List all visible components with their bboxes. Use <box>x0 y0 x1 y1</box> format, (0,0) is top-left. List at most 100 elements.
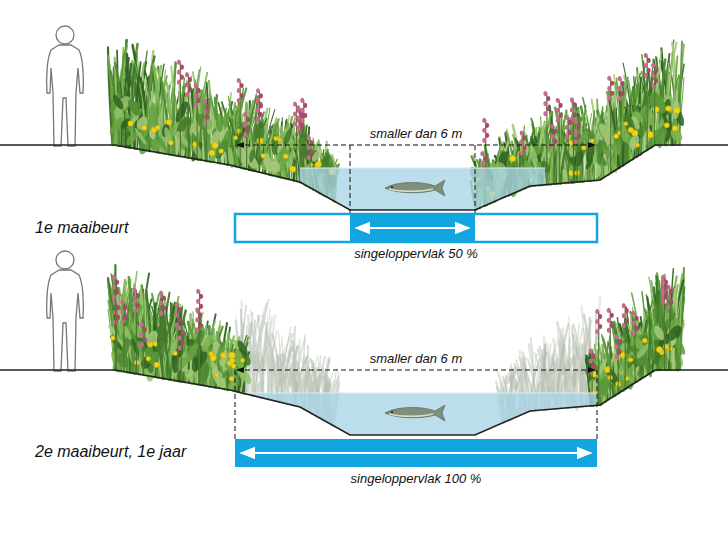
purple-flower <box>293 111 297 116</box>
purple-flower <box>520 150 524 155</box>
purple-flower <box>553 139 557 144</box>
purple-flower <box>607 86 611 91</box>
purple-flower <box>480 151 484 156</box>
purple-flower <box>175 302 179 307</box>
purple-flower <box>300 98 304 103</box>
purple-flower <box>550 144 554 149</box>
fish-body <box>385 180 445 196</box>
purple-flower <box>618 96 622 101</box>
leaf <box>216 113 224 132</box>
grass-blade <box>190 70 199 158</box>
purple-flower <box>565 135 569 140</box>
leaf <box>247 346 262 369</box>
purple-flower <box>178 335 182 340</box>
purple-flower <box>523 135 527 140</box>
purple-flower <box>618 86 622 91</box>
purple-flower <box>300 118 304 123</box>
dimension-line <box>237 145 595 146</box>
purple-flower <box>237 78 241 83</box>
leaf <box>278 147 288 164</box>
yellow-flower <box>635 143 639 147</box>
person-head <box>56 26 74 44</box>
purple-flower <box>647 58 651 63</box>
purple-flower <box>259 102 263 107</box>
purple-flower <box>651 73 655 78</box>
purple-flower <box>607 96 611 101</box>
yellow-flower <box>647 132 653 138</box>
purple-flower <box>259 93 263 98</box>
purple-flower <box>181 340 185 345</box>
purple-flower <box>203 119 207 124</box>
purple-flower <box>143 337 147 342</box>
leaf <box>595 153 609 168</box>
person-silhouette <box>47 26 84 146</box>
purple-flower <box>159 311 163 316</box>
purple-flower <box>140 342 144 347</box>
purple-flower <box>644 53 648 58</box>
extension-line <box>350 145 351 214</box>
purple-flower <box>482 128 486 133</box>
flower-stem <box>188 75 189 158</box>
purple-flower <box>180 65 184 70</box>
purple-flower <box>550 134 554 139</box>
leaf <box>668 126 685 144</box>
purple-flower <box>559 103 563 108</box>
yellow-flower <box>168 140 173 145</box>
ditch-section <box>0 251 728 467</box>
purple-flower <box>197 98 201 103</box>
purple-flower <box>300 108 304 113</box>
purple-flower <box>543 101 547 106</box>
purple-flower <box>480 161 484 166</box>
yellow-flower <box>209 352 214 357</box>
purple-flower <box>621 81 625 86</box>
leaf <box>226 376 238 391</box>
yellow-flower <box>290 166 296 172</box>
purple-flower <box>574 119 578 124</box>
purple-flower <box>256 117 260 122</box>
purple-flower <box>123 314 127 319</box>
purple-flower <box>647 68 651 73</box>
leaf <box>618 120 629 143</box>
purple-flower <box>573 102 577 107</box>
leaf <box>269 361 282 381</box>
yellow-flower <box>509 155 515 161</box>
leaf <box>276 352 287 366</box>
purple-flower <box>651 83 655 88</box>
purple-flower <box>197 88 201 93</box>
grass-blade <box>680 42 682 146</box>
water-surface <box>300 167 545 168</box>
purple-flower <box>188 77 192 82</box>
leaf <box>157 113 163 127</box>
yellow-flower <box>230 358 235 363</box>
yellow-flower <box>581 145 586 150</box>
purple-flower <box>185 72 189 77</box>
purple-flower <box>259 112 263 117</box>
purple-flower <box>120 299 124 304</box>
yellow-flower <box>215 373 219 377</box>
purple-flower <box>565 115 569 120</box>
purple-flower <box>654 68 658 73</box>
purple-flower <box>256 97 260 102</box>
yellow-flower <box>209 150 215 156</box>
leaf <box>594 164 602 177</box>
yellow-flower <box>231 363 236 368</box>
yellow-flower <box>146 356 151 361</box>
yellow-flower <box>212 142 218 148</box>
purple-flower <box>188 87 192 92</box>
leaf <box>111 93 126 111</box>
purple-flower <box>136 303 140 308</box>
yellow-flower <box>128 121 133 126</box>
purple-flower <box>574 129 578 134</box>
purple-flower <box>140 332 144 337</box>
purple-flower <box>237 88 241 93</box>
purple-flower <box>203 109 207 114</box>
purple-flower <box>196 299 200 304</box>
yellow-flower <box>261 153 266 158</box>
purple-flower <box>198 322 202 327</box>
yellow-flower <box>153 342 157 346</box>
purple-flower <box>178 317 182 322</box>
purple-flower <box>246 117 250 122</box>
purple-flower <box>123 304 127 309</box>
leaf <box>569 369 578 392</box>
leaf <box>561 168 568 182</box>
